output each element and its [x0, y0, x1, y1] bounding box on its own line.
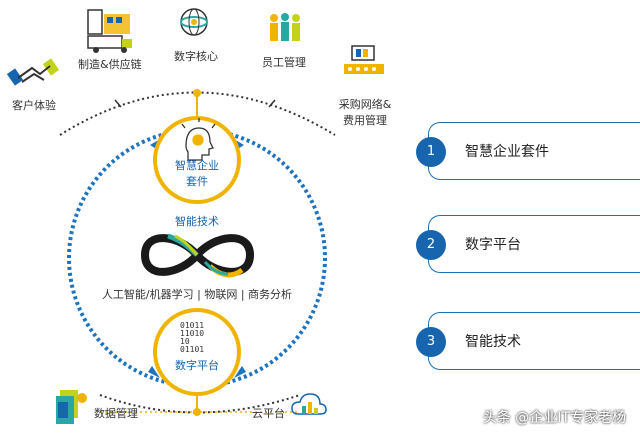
card-intelligent-tech: 3 智能技术 — [416, 312, 640, 370]
procurement-icon — [344, 45, 384, 74]
procurement-line1: 采购网络& — [338, 98, 392, 111]
procurement-expense-label: 采购网络& 费用管理 — [332, 96, 398, 128]
binary-line: 11010 — [180, 329, 205, 338]
top-connector-dot — [193, 89, 201, 97]
manufacturing-supply-chain-label: 制造&供应链 — [78, 58, 142, 71]
digital-platform-label: 数字平台 — [175, 359, 219, 372]
binary-line: 01011 — [180, 321, 205, 330]
customer-experience-label: 客户体验 — [12, 99, 56, 112]
card-number-badge: 2 — [416, 230, 446, 260]
handshake-icon — [6, 58, 60, 86]
employees-icon — [270, 13, 300, 41]
suite-line2: 套件 — [186, 175, 208, 188]
cloud-icon — [291, 393, 327, 415]
binary-line: 10 — [180, 337, 190, 346]
employee-management-label: 员工管理 — [262, 56, 306, 69]
head-bulb-icon — [181, 118, 216, 161]
ring-arrow-right-bottom — [234, 366, 246, 378]
procurement-line2: 费用管理 — [343, 114, 387, 127]
ring-arrow-left-bottom — [148, 366, 160, 378]
outer-top-arc — [59, 91, 336, 136]
intelligent-suite-label: 智慧企业 套件 — [167, 157, 227, 189]
binary-line: 01101 — [180, 345, 205, 354]
card-number-badge: 3 — [416, 327, 446, 357]
binary-icon: 01011 11010 10 01101 — [180, 322, 214, 354]
intelligent-tech-title: 智能技术 — [175, 215, 219, 228]
digital-core-icon — [180, 8, 208, 36]
card-label: 数字平台 — [465, 237, 521, 253]
card-digital-platform: 2 数字平台 — [416, 215, 640, 273]
data-management-label: 数据管理 — [94, 407, 138, 420]
card-intelligent-suite: 1 智慧企业套件 — [416, 122, 640, 180]
data-management-icon — [56, 390, 87, 424]
card-label: 智慧企业套件 — [465, 144, 549, 160]
card-number-badge: 1 — [416, 137, 446, 167]
suite-line1: 智慧企业 — [175, 159, 219, 172]
infinity-loop-icon — [140, 233, 255, 278]
intelligent-tech-desc: 人工智能/机器学习 | 物联网 | 商务分析 — [101, 288, 293, 301]
factory-truck-icon — [87, 9, 132, 53]
card-label: 智能技术 — [465, 334, 521, 350]
watermark: 头条 @企业IT专家老杨 — [482, 410, 626, 426]
cloud-platform-label: 云平台 — [252, 407, 285, 420]
digital-core-label: 数字核心 — [174, 50, 218, 63]
